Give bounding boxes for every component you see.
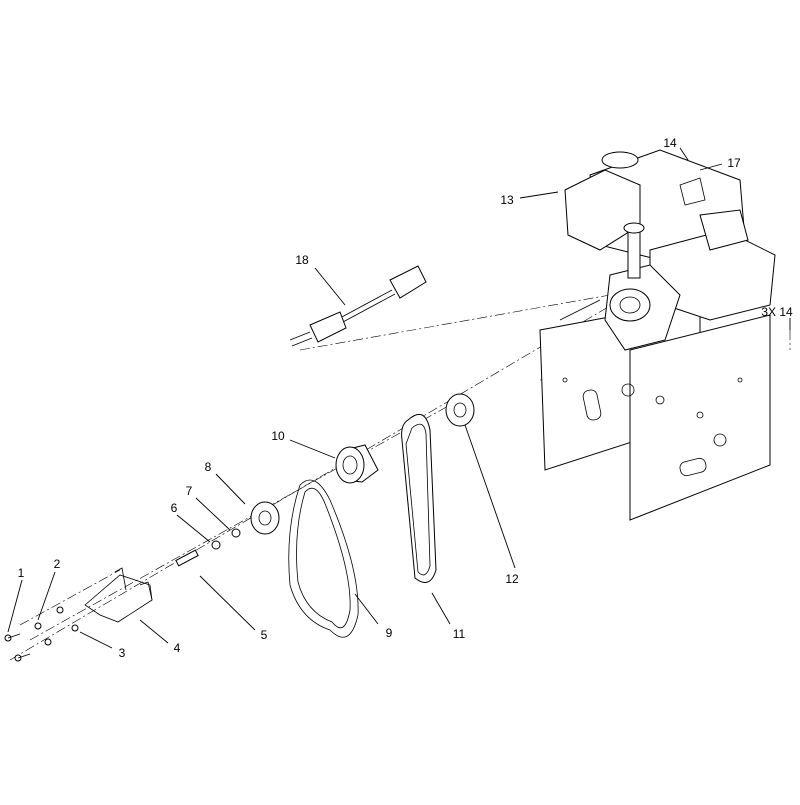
callout-10: 10 xyxy=(271,429,285,443)
callout-4: 4 xyxy=(174,641,181,655)
callout-labels: 1 2 3 4 5 6 7 8 9 10 11 12 13 14 3X 14 1… xyxy=(18,136,793,660)
callout-17: 17 xyxy=(727,156,741,170)
belt-9 xyxy=(288,479,359,638)
callout-3: 3 xyxy=(119,646,126,660)
callout-3x-14: 3X 14 xyxy=(761,305,793,319)
callout-2: 2 xyxy=(54,557,61,571)
belt-11 xyxy=(401,413,437,583)
callout-1: 1 xyxy=(18,566,25,580)
callout-8: 8 xyxy=(205,460,212,474)
callout-6: 6 xyxy=(171,501,178,515)
pulley-10 xyxy=(335,444,379,484)
leader-lines xyxy=(7,147,791,649)
callout-5: 5 xyxy=(261,628,268,642)
bracket-4 xyxy=(84,567,153,623)
callout-18: 18 xyxy=(295,253,309,267)
callout-12: 12 xyxy=(505,572,519,586)
callout-11: 11 xyxy=(453,627,466,641)
callout-7: 7 xyxy=(186,484,193,498)
extension-cord xyxy=(289,265,427,347)
screws-and-washers xyxy=(4,606,79,662)
shaft-and-washers xyxy=(175,528,241,567)
callout-9: 9 xyxy=(386,626,393,640)
callout-14: 14 xyxy=(663,136,677,150)
engine xyxy=(559,149,776,351)
callout-13: 13 xyxy=(500,193,514,207)
side-frame-plates xyxy=(539,299,771,521)
pulley-12 xyxy=(445,393,475,427)
pulley-8 xyxy=(250,501,280,535)
